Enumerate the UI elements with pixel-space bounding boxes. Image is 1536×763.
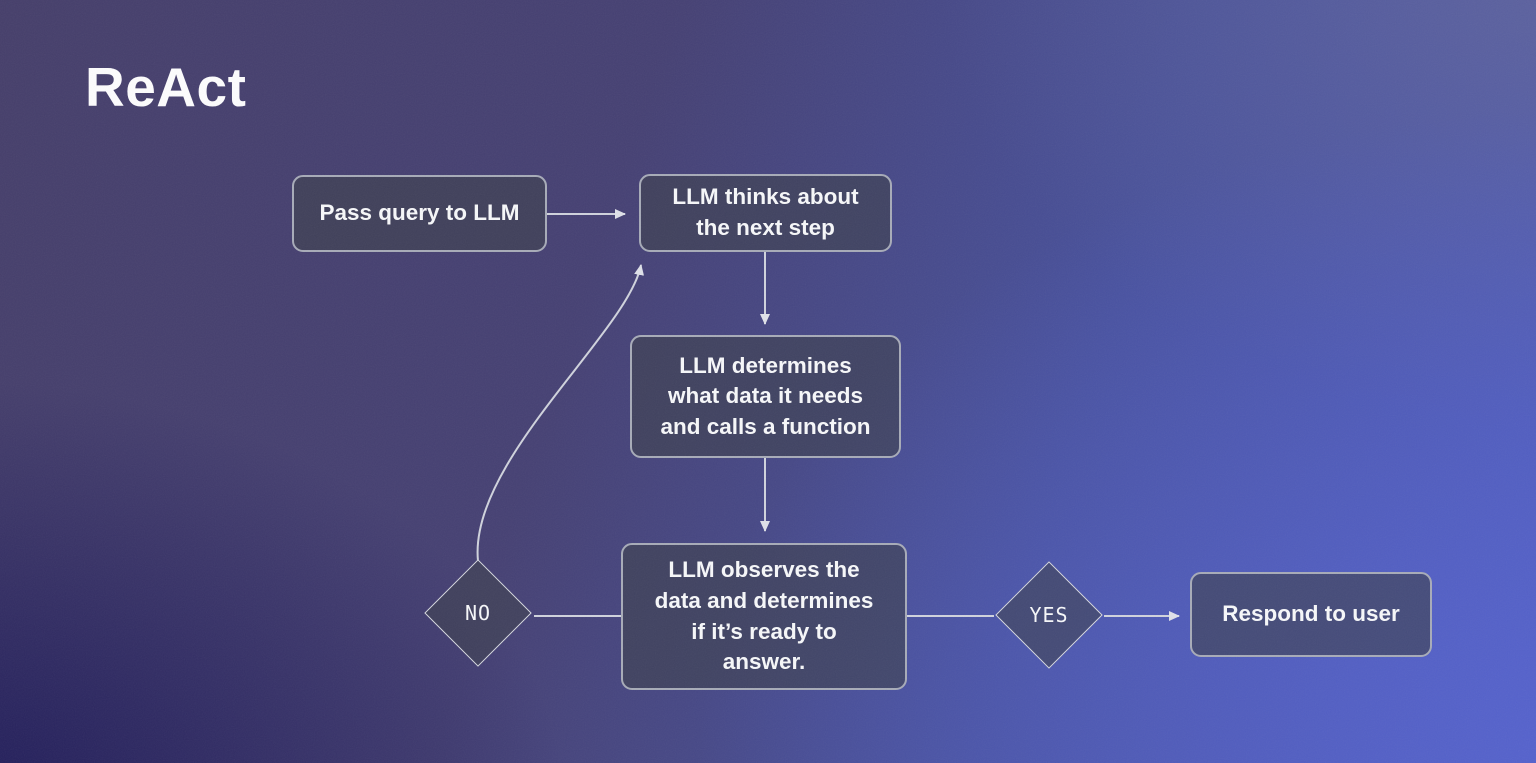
node-respond-to-user: Respond to user: [1190, 572, 1432, 657]
node-llm-observes: LLM observes the data and determines if …: [621, 543, 907, 690]
node-llm-thinks: LLM thinks about the next step: [639, 174, 892, 252]
node-pass-query: Pass query to LLM: [292, 175, 547, 252]
node-llm-determines-label: LLM determines what data it needs and ca…: [660, 352, 871, 439]
node-llm-thinks-label: LLM thinks about the next step: [672, 184, 859, 240]
node-pass-query-label: Pass query to LLM: [319, 200, 520, 226]
decision-yes-label: YES: [1029, 603, 1069, 627]
decision-yes-diamond: YES: [995, 561, 1103, 669]
node-llm-determines: LLM determines what data it needs and ca…: [630, 335, 901, 458]
decision-no-diamond: NO: [424, 559, 532, 667]
node-llm-observes-label: LLM observes the data and determines if …: [654, 557, 874, 675]
page-title: ReAct: [85, 56, 247, 118]
node-respond-to-user-label: Respond to user: [1222, 601, 1400, 627]
decision-no-label: NO: [464, 601, 492, 625]
edge-no-to-think-curve-arrow: [476, 264, 644, 562]
